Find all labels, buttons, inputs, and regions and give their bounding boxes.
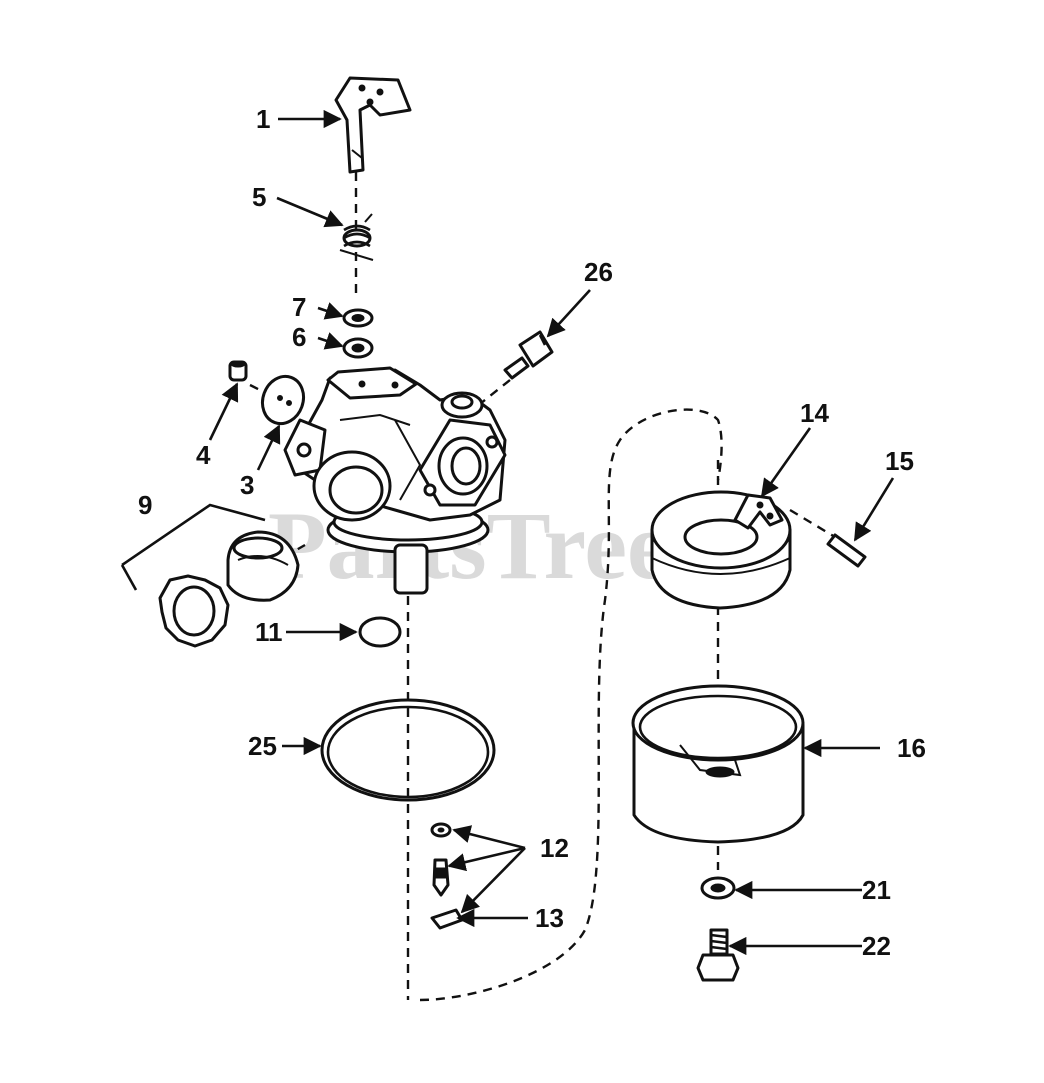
callout-13: 13 [535, 903, 564, 933]
part-26-needle-valve [503, 330, 554, 380]
part-5-spring [339, 213, 374, 261]
callout-25: 25 [248, 731, 277, 761]
callout-1: 1 [256, 104, 270, 134]
callout-6: 6 [292, 322, 306, 352]
part-11-disc [358, 616, 402, 648]
part-3-throttle-plate [260, 374, 306, 426]
callout-14: 14 [800, 398, 829, 428]
callout-3: 3 [240, 470, 254, 500]
part-25-o-ring [320, 698, 496, 802]
callout-15: 15 [885, 446, 914, 476]
part-15-pin [826, 533, 867, 568]
part-7-washer [342, 308, 374, 328]
callout-9: 9 [138, 490, 152, 520]
part-16-float-bowl [631, 684, 805, 844]
part-12-needle-seat [430, 822, 452, 897]
carburetor-body [283, 366, 507, 595]
callout-22: 22 [862, 931, 891, 961]
part-6-washer [342, 337, 374, 359]
part-1-throttle-shaft [334, 76, 412, 174]
callout-26: 26 [584, 257, 613, 287]
part-13-clip [430, 908, 464, 930]
callout-21: 21 [862, 875, 891, 905]
part-22-bowl-nut [696, 928, 740, 982]
part-4-screw [228, 360, 248, 382]
callout-16: 16 [897, 733, 926, 763]
callout-labels: 1 5 7 6 4 3 26 9 11 25 12 13 14 15 16 21… [138, 104, 926, 961]
callout-leaders [120, 109, 895, 956]
callout-7: 7 [292, 292, 306, 322]
part-21-washer [700, 876, 736, 900]
callout-12: 12 [540, 833, 569, 863]
part-14-float [650, 490, 792, 610]
callout-5: 5 [252, 182, 266, 212]
part-9-primer-assembly [158, 530, 300, 648]
callout-11: 11 [255, 617, 283, 647]
callout-4: 4 [196, 440, 211, 470]
